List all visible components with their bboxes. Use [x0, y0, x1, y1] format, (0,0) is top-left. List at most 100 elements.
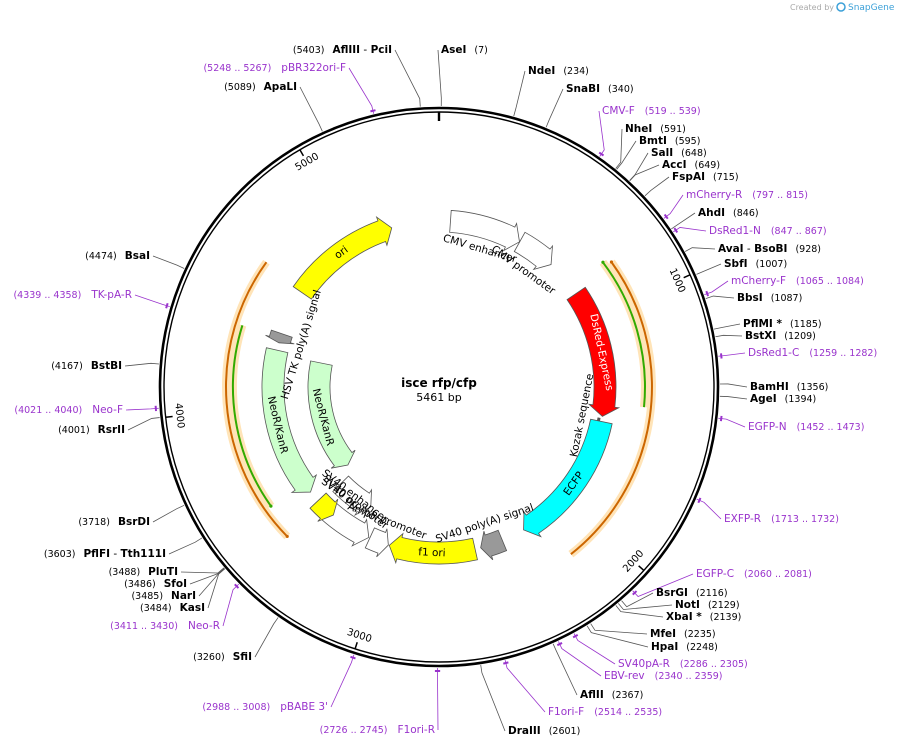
- enzyme-label[interactable]: PflMI *(1185): [743, 318, 822, 330]
- primer-leader-line: [348, 67, 375, 114]
- cmv-promoter-arrow: [513, 231, 553, 271]
- primer-label[interactable]: DsRed1-C(1259 .. 1282): [748, 347, 877, 359]
- enzyme-label[interactable]: (4167)BstBI: [51, 360, 122, 372]
- enzyme-label[interactable]: SbfI(1007): [724, 258, 787, 270]
- primer-label[interactable]: SV40pA-R (2286 .. 2305): [618, 658, 748, 670]
- primer-label[interactable]: (2988 .. 3008)pBABE 3': [202, 701, 328, 713]
- brand-text: SnapGene: [848, 3, 895, 13]
- enzyme-label[interactable]: BmtI(595): [639, 135, 700, 147]
- enzyme-label[interactable]: AflII(2367): [580, 689, 643, 701]
- enzyme-label[interactable]: BsrGI(2116): [656, 587, 728, 599]
- primer-label[interactable]: EGFP-N(1452 .. 1473): [748, 421, 864, 433]
- enzyme-label[interactable]: SalI(648): [651, 147, 707, 159]
- enzyme-position: (2129): [708, 600, 740, 611]
- enzyme-name: SbfI: [724, 258, 748, 270]
- enzyme-label[interactable]: SnaBI(340): [566, 83, 634, 95]
- primer-label[interactable]: mCherry-R(797 .. 815): [686, 189, 808, 201]
- primer-name: SV40pA-R: [618, 658, 670, 670]
- primer-label[interactable]: CMV-F(519 .. 539): [602, 105, 701, 117]
- orf-arcs: [222, 259, 656, 558]
- sv40-polya-arrow: [480, 529, 508, 561]
- enzyme-label[interactable]: (3485) NarI: [131, 590, 196, 602]
- enzyme-label[interactable]: BbsI(1087): [737, 292, 802, 304]
- enzyme-label[interactable]: (3603)PflFI - Tth111I: [44, 548, 166, 560]
- enzyme-label[interactable]: HpaI(2248): [651, 641, 718, 653]
- enzyme-label[interactable]: XbaI *(2139): [666, 611, 741, 623]
- neor-inner-arrow: [307, 360, 356, 469]
- primer-label[interactable]: mCherry-F(1065 .. 1084): [731, 275, 864, 287]
- enzyme-name: BbsI: [737, 292, 763, 304]
- site-labels: (5403)AflIII - PciI AseI(7) NdeI(234) SnaBI…: [13, 44, 877, 737]
- primer-range: (3411 .. 3430): [110, 621, 178, 632]
- enzyme-name: AflIII: [332, 44, 360, 56]
- enzyme-position: (3260): [193, 652, 225, 663]
- enzyme-leader-line: [671, 212, 696, 230]
- primer-name: Neo-F: [92, 404, 123, 416]
- primer-label[interactable]: EGFP-C(2060 .. 2081): [696, 568, 812, 580]
- enzyme-position: (3484): [140, 603, 172, 614]
- enzyme-label[interactable]: NotI(2129): [675, 599, 740, 611]
- f1-ori-arrow: [388, 532, 478, 565]
- primer-leader-line: [696, 498, 722, 520]
- enzyme-position: (595): [675, 136, 701, 147]
- enzyme-position: (3485): [131, 591, 163, 602]
- enzyme-name: BsaI: [125, 250, 150, 262]
- enzyme-label[interactable]: AvaI - BsoBI(928): [718, 243, 821, 255]
- primer-label[interactable]: DsRed1-N(847 .. 867): [709, 225, 827, 237]
- enzyme-label[interactable]: (4001) RsrII: [58, 424, 125, 436]
- enzyme-name: AccI: [662, 159, 686, 171]
- primer-label[interactable]: EXFP-R(1713 .. 1732): [724, 513, 839, 525]
- primer-range: (5248 .. 5267): [203, 63, 271, 74]
- primer-label[interactable]: F1ori-F(2514 .. 2535): [548, 706, 662, 718]
- enzyme-position: (4001): [58, 425, 90, 436]
- primer-label[interactable]: (4021 .. 4040)Neo-F: [14, 404, 123, 416]
- tick-label: 1000: [667, 267, 687, 295]
- enzyme-leader-line: [552, 643, 578, 696]
- primer-label[interactable]: EBV-rev(2340 .. 2359): [604, 670, 723, 682]
- enzyme-label[interactable]: (5089)ApaLI: [224, 81, 297, 93]
- enzyme-position: (2248): [686, 642, 718, 653]
- primer-label[interactable]: (4339 .. 4358)TK-pA-R: [13, 289, 132, 301]
- enzyme-label[interactable]: (3488)PluTI: [109, 566, 178, 578]
- plasmid-length: 5461 bp: [416, 391, 461, 404]
- enzyme-position: (1394): [785, 394, 817, 405]
- enzyme-label[interactable]: (3484)KasI: [140, 602, 205, 614]
- enzyme-label[interactable]: AgeI(1394): [750, 393, 816, 405]
- dsred-express-arrow: [566, 286, 621, 417]
- primer-leader-line: [134, 294, 170, 307]
- enzyme-name: NdeI: [528, 65, 555, 77]
- enzyme-label[interactable]: MfeI(2235): [650, 628, 716, 640]
- enzyme-leader-line: [586, 625, 649, 648]
- primer-label[interactable]: (2726 .. 2745)F1ori-R: [320, 724, 435, 736]
- primer-label[interactable]: (3411 .. 3430)Neo-R: [110, 620, 220, 632]
- enzyme-label[interactable]: (3718)BsrDI: [78, 516, 150, 528]
- enzyme-leader-line: [189, 568, 225, 585]
- primer-label[interactable]: (5248 .. 5267) pBR322ori-F: [203, 62, 346, 74]
- enzyme-name: RsrII: [98, 424, 125, 436]
- tick-label: 5000: [293, 151, 321, 173]
- enzyme-label[interactable]: FspAI(715): [672, 171, 739, 183]
- primer-range: (1452 .. 1473): [797, 422, 865, 433]
- enzyme-label[interactable]: DraIII(2601): [508, 725, 580, 737]
- primer-name: F1ori-F: [548, 706, 584, 718]
- enzyme-label[interactable]: AseI(7): [441, 44, 488, 56]
- primer-name: pBR322ori-F: [281, 62, 346, 74]
- enzyme-label[interactable]: NheI(591): [625, 123, 686, 135]
- enzyme-position: (1356): [797, 382, 829, 393]
- enzyme-label[interactable]: AccI(649): [662, 159, 720, 171]
- enzyme-leader-line: [180, 567, 225, 574]
- orf-arc: [570, 261, 653, 555]
- enzyme-label[interactable]: AhdI(846): [698, 207, 759, 219]
- enzyme-label[interactable]: (3486)SfoI: [124, 578, 187, 590]
- primer-name: EBV-rev: [604, 670, 645, 682]
- enzyme-label[interactable]: (5403)AflIII - PciI: [293, 44, 392, 56]
- orf-start-dot: [601, 260, 605, 264]
- primer-range: (2286 .. 2305): [680, 659, 748, 670]
- enzyme-label[interactable]: BamHI(1356): [750, 381, 828, 393]
- enzyme-label[interactable]: BstXI(1209): [745, 330, 816, 342]
- enzyme-label[interactable]: NdeI(234): [528, 65, 589, 77]
- enzyme-name: NarI: [171, 590, 196, 602]
- enzyme-label[interactable]: (4474)BsaI: [85, 250, 150, 262]
- enzyme-leader-line: [254, 617, 279, 658]
- enzyme-label[interactable]: (3260)SfiI: [193, 651, 252, 663]
